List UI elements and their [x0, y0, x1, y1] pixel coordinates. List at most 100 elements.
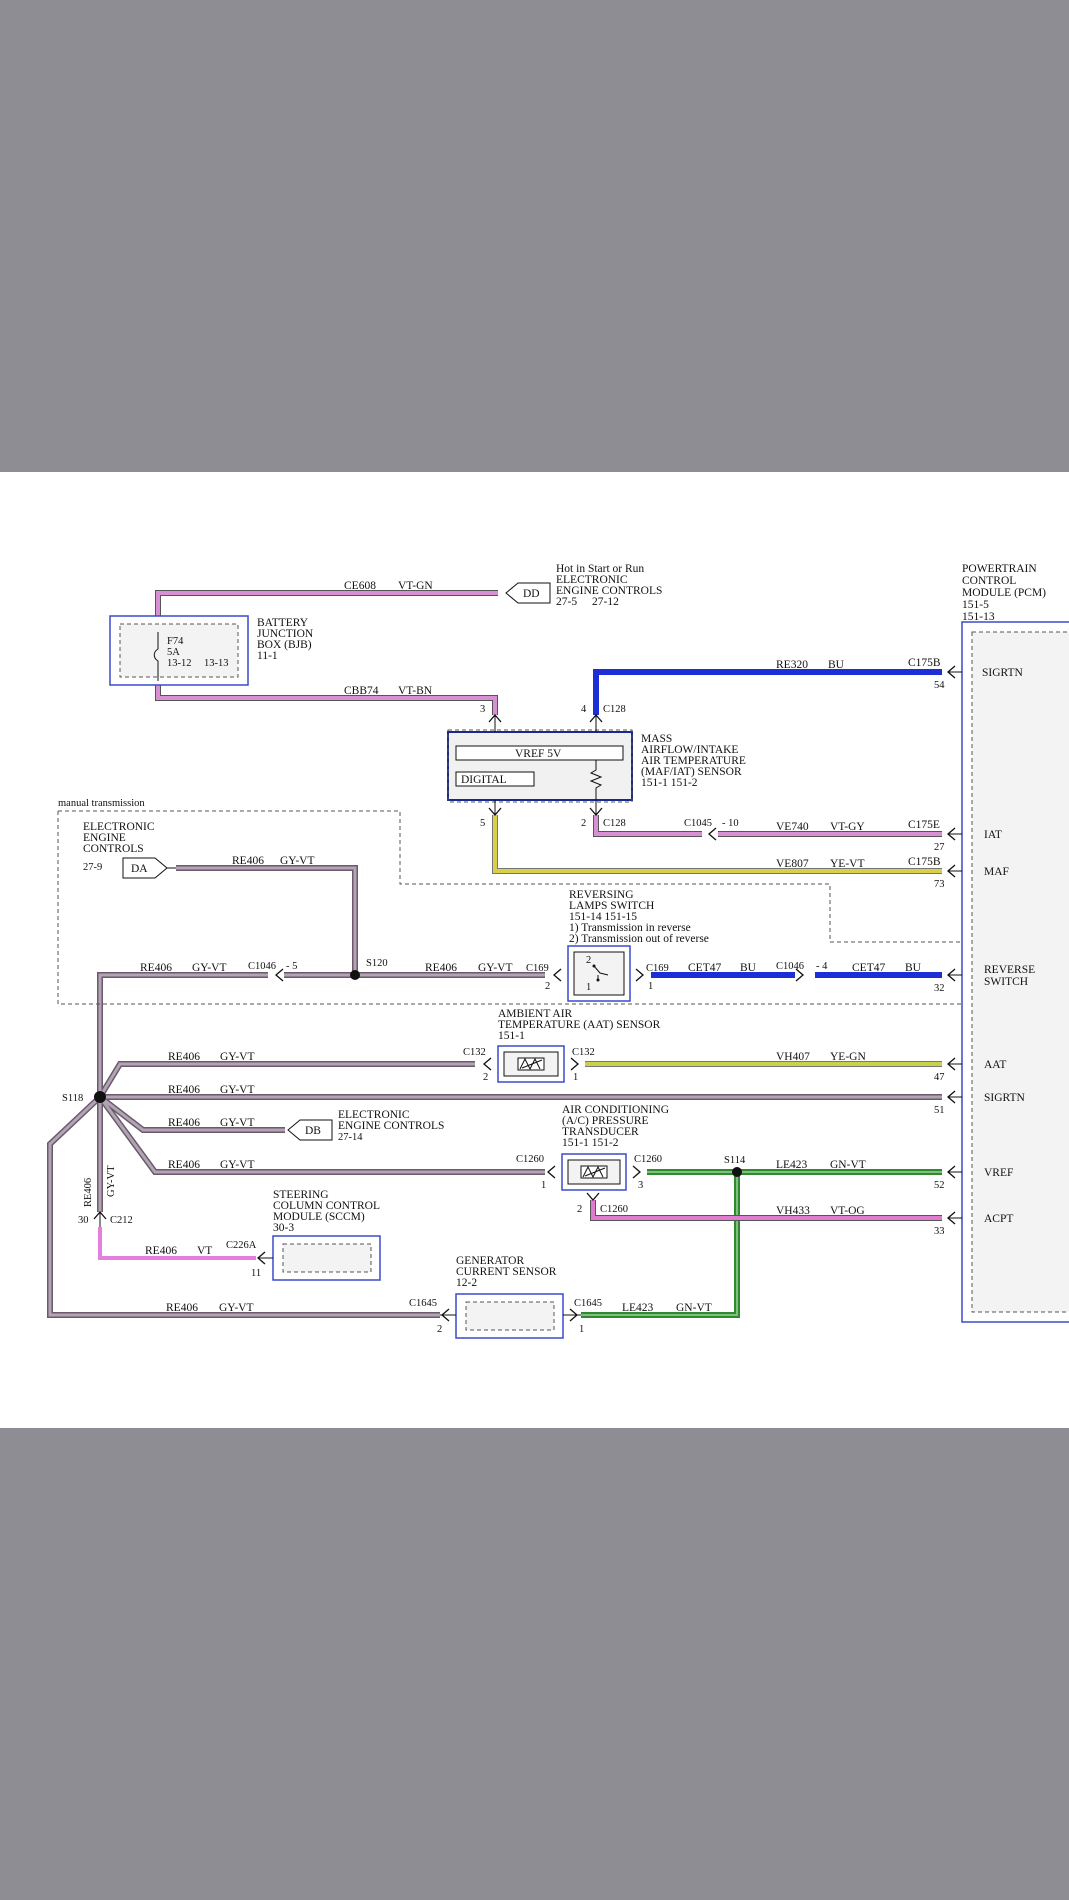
eec-db-reference: DB ELECTRONIC ENGINE CONTROLS 27-14 — [287, 1109, 444, 1143]
svg-text:GY-VT: GY-VT — [220, 1051, 255, 1063]
pcm-pin-sigrtn-label: SIGRTN — [982, 667, 1024, 679]
svg-text:C226A: C226A — [226, 1240, 257, 1251]
svg-text:SWITCH: SWITCH — [984, 976, 1028, 988]
svg-text:C128: C128 — [603, 818, 626, 829]
c1045-connector — [708, 827, 717, 841]
dd-tag — [505, 582, 551, 604]
sccm-module: STEERING COLUMN CONTROL MODULE (SCCM) 30… — [226, 1189, 381, 1281]
svg-text:1: 1 — [541, 1180, 546, 1191]
svg-text:151-1: 151-1 — [498, 1030, 525, 1042]
svg-text:151-14 151-15: 151-14 151-15 — [569, 911, 637, 923]
svg-text:C1260: C1260 — [600, 1204, 628, 1215]
svg-text:30-3: 30-3 — [273, 1222, 294, 1234]
svg-text:C1260: C1260 — [634, 1154, 662, 1165]
svg-text:5: 5 — [480, 818, 485, 829]
pcm-module: POWERTRAIN CONTROL MODULE (PCM) 151-5 15… — [908, 563, 1069, 1323]
svg-text:2: 2 — [437, 1324, 442, 1335]
svg-text:2: 2 — [581, 818, 586, 829]
svg-text:CET47: CET47 — [852, 962, 885, 974]
svg-text:LE423: LE423 — [776, 1159, 808, 1171]
svg-text:151-1 151-2: 151-1 151-2 — [641, 777, 698, 789]
svg-text:VT-BN: VT-BN — [398, 685, 433, 697]
svg-text:CURRENT SENSOR: CURRENT SENSOR — [456, 1266, 557, 1278]
svg-text:LE423: LE423 — [622, 1302, 654, 1314]
svg-text:11: 11 — [251, 1268, 261, 1279]
svg-text:RE406: RE406 — [168, 1051, 200, 1063]
svg-text:151-5: 151-5 — [962, 599, 989, 611]
svg-text:GY-VT: GY-VT — [280, 855, 315, 867]
svg-text:AIR CONDITIONING: AIR CONDITIONING — [562, 1104, 669, 1116]
manual-transmission-label: manual transmission — [58, 798, 145, 809]
svg-text:GY-VT: GY-VT — [106, 1165, 117, 1197]
svg-text:VT-GY: VT-GY — [830, 821, 865, 833]
svg-text:GENERATOR: GENERATOR — [456, 1255, 524, 1267]
svg-text:- 5: - 5 — [286, 961, 297, 972]
svg-text:CONTROLS: CONTROLS — [83, 843, 144, 855]
svg-text:ELECTRONIC: ELECTRONIC — [83, 821, 155, 833]
svg-text:(MAF/IAT) SENSOR: (MAF/IAT) SENSOR — [641, 766, 742, 778]
pcm-pin-aat-label: AAT — [984, 1059, 1006, 1071]
svg-text:RE406: RE406 — [168, 1159, 200, 1171]
wiring-diagram: manual transmission POWERTRAIN CONTROL M… — [47, 563, 1069, 1339]
svg-text:VREF 5V: VREF 5V — [515, 748, 562, 760]
svg-text:ENGINE CONTROLS: ENGINE CONTROLS — [338, 1120, 444, 1132]
svg-text:C128: C128 — [603, 704, 626, 715]
svg-text:11-1: 11-1 — [257, 650, 278, 662]
pcm-pin-reverse-label: REVERSE — [984, 964, 1035, 976]
aat-sensor: AMBIENT AIR TEMPERATURE (AAT) SENSOR 151… — [463, 1008, 661, 1083]
svg-text:47: 47 — [934, 1072, 945, 1083]
svg-text:RE406: RE406 — [83, 1178, 94, 1207]
svg-text:VH433: VH433 — [776, 1205, 810, 1217]
svg-text:GY-VT: GY-VT — [220, 1159, 255, 1171]
svg-text:27-14: 27-14 — [338, 1132, 363, 1143]
svg-text:12-2: 12-2 — [456, 1277, 477, 1289]
generator-current-sensor: GENERATOR CURRENT SENSOR 12-2 C1645 2 C1… — [409, 1255, 602, 1339]
svg-text:1: 1 — [586, 982, 591, 993]
svg-text:S114: S114 — [724, 1155, 746, 1166]
svg-text:RE320: RE320 — [776, 659, 808, 671]
da-tag — [122, 857, 168, 879]
hot-in-start-run-note: Hot in Start or Run ELECTRONIC ENGINE CO… — [505, 563, 662, 608]
svg-text:C1260: C1260 — [516, 1154, 544, 1165]
svg-text:LAMPS SWITCH: LAMPS SWITCH — [569, 900, 654, 912]
pcm-pin-iat-label: IAT — [984, 829, 1002, 841]
svg-text:3: 3 — [480, 704, 485, 715]
svg-text:27-12: 27-12 — [592, 596, 619, 608]
svg-text:13-13: 13-13 — [204, 658, 229, 669]
svg-text:MODULE (PCM): MODULE (PCM) — [962, 587, 1046, 599]
svg-text:VT: VT — [197, 1245, 212, 1257]
splice-s120 — [350, 970, 360, 980]
wires — [47, 590, 942, 1318]
svg-text:DB: DB — [305, 1125, 321, 1137]
svg-text:27: 27 — [934, 842, 945, 853]
svg-text:ELECTRONIC: ELECTRONIC — [338, 1109, 410, 1121]
svg-text:BU: BU — [828, 659, 845, 671]
c1046-connector-right — [795, 968, 804, 982]
svg-text:151-13: 151-13 — [962, 611, 995, 623]
svg-text:JUNCTION: JUNCTION — [257, 628, 314, 640]
svg-text:2: 2 — [483, 1072, 488, 1083]
svg-text:C132: C132 — [572, 1047, 595, 1058]
svg-text:54: 54 — [934, 680, 945, 691]
svg-text:VE807: VE807 — [776, 858, 809, 870]
svg-text:32: 32 — [934, 983, 945, 994]
svg-text:VT-OG: VT-OG — [830, 1205, 865, 1217]
svg-text:5A: 5A — [167, 647, 180, 658]
svg-text:- 10: - 10 — [722, 818, 739, 829]
svg-text:F74: F74 — [167, 636, 184, 647]
svg-text:TRANSDUCER: TRANSDUCER — [562, 1126, 639, 1138]
svg-text:VE740: VE740 — [776, 821, 809, 833]
pcm-pin-maf-label: MAF — [984, 866, 1009, 878]
svg-text:BU: BU — [740, 962, 757, 974]
svg-text:DA: DA — [131, 863, 148, 875]
fuse-f74-icon — [153, 632, 159, 681]
svg-text:AMBIENT AIR: AMBIENT AIR — [498, 1008, 573, 1020]
svg-text:DIGITAL: DIGITAL — [461, 774, 507, 786]
splice-s118 — [94, 1091, 106, 1103]
svg-text:(A/C) PRESSURE: (A/C) PRESSURE — [562, 1115, 649, 1127]
svg-text:VT-GN: VT-GN — [398, 580, 433, 592]
svg-text:POWERTRAIN: POWERTRAIN — [962, 563, 1037, 575]
svg-text:YE-GN: YE-GN — [830, 1051, 866, 1063]
battery-junction-box: F74 5A 13-12 13-13 BATTERY JUNCTION BOX … — [109, 615, 314, 686]
svg-text:S118: S118 — [62, 1093, 83, 1104]
